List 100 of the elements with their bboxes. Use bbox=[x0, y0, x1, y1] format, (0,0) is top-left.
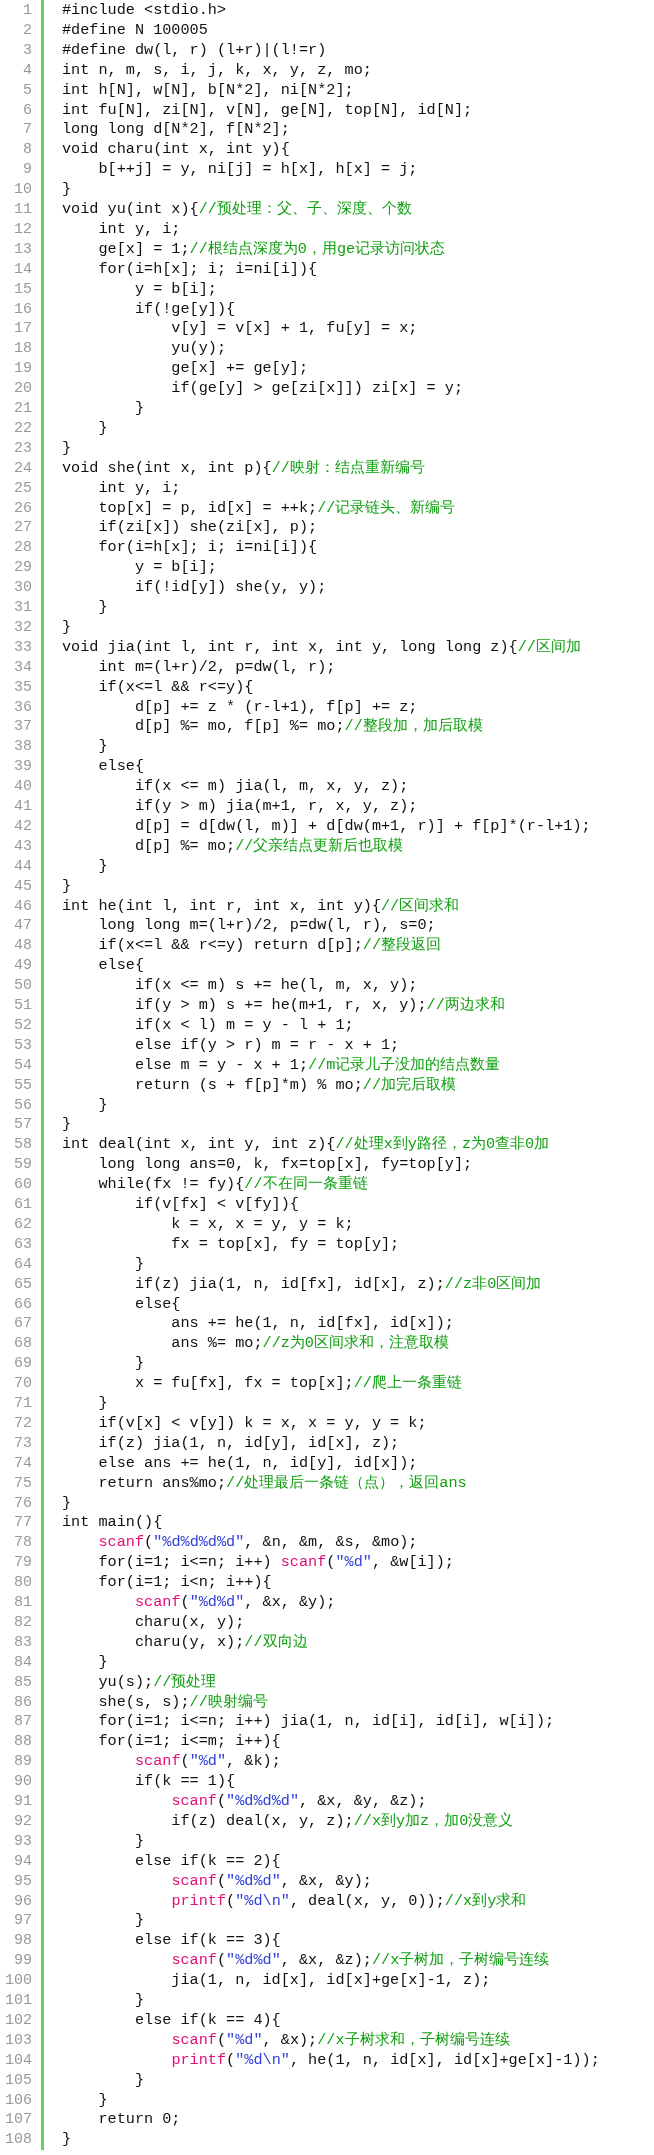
code-line: int y, i; bbox=[97, 478, 181, 499]
line-number: 55 bbox=[13, 1075, 32, 1096]
code-line: y = b[i]; bbox=[133, 279, 217, 300]
code-line: if(k == 1){ bbox=[133, 1772, 236, 1792]
line-number: 107 bbox=[4, 2110, 32, 2131]
line-number: 75 bbox=[13, 1473, 32, 1494]
line-number: 74 bbox=[13, 1453, 32, 1474]
code-line: charu(x, y); bbox=[133, 1612, 245, 1633]
code-line: } bbox=[97, 1652, 108, 1673]
line-number: 62 bbox=[13, 1214, 32, 1235]
code-line: fx = top[x], fy = top[y]; bbox=[170, 1234, 400, 1255]
line-number: 21 bbox=[13, 399, 32, 419]
line-number: 5 bbox=[22, 80, 32, 101]
line-number: 60 bbox=[13, 1175, 32, 1195]
code-line: for(i=h[x]; i; i=ni[i]){ bbox=[97, 538, 318, 559]
line-number: 45 bbox=[13, 876, 32, 897]
line-number: 87 bbox=[13, 1712, 32, 1733]
code-line: if(x<=l && r<=y) return d[p];//整段返回 bbox=[97, 936, 441, 957]
line-number: 59 bbox=[13, 1155, 32, 1176]
line-number: 20 bbox=[13, 379, 32, 399]
line-number: 18 bbox=[13, 339, 32, 360]
line-number: 77 bbox=[13, 1513, 32, 1534]
code-line: #include <stdio.h> bbox=[62, 1, 227, 21]
code-line: printf("%d\n", deal(x, y, 0));//x到y求和 bbox=[170, 1891, 527, 1912]
line-number: 80 bbox=[13, 1573, 32, 1593]
code-line: } bbox=[97, 598, 108, 618]
code-line: } bbox=[62, 617, 72, 638]
line-number: 101 bbox=[4, 1991, 32, 2011]
code-line: y = b[i]; bbox=[133, 558, 217, 579]
code-line: } bbox=[62, 1493, 72, 1514]
line-number: 76 bbox=[13, 1493, 32, 1514]
line-number: 34 bbox=[13, 657, 32, 678]
line-number: 86 bbox=[13, 1692, 32, 1713]
code-line: } bbox=[133, 1254, 145, 1275]
line-number: 54 bbox=[13, 1055, 32, 1076]
code-line: } bbox=[97, 418, 108, 439]
line-number: 94 bbox=[13, 1851, 32, 1872]
code-line: scanf("%d%d", &x, &y); bbox=[170, 1871, 372, 1892]
line-number: 23 bbox=[13, 438, 32, 459]
code-line: else if(k == 2){ bbox=[133, 1851, 281, 1872]
code-line: for(i=1; i<=n; i++) jia(1, n, id[i], id[i], w[i]); bbox=[97, 1712, 555, 1733]
line-number: 64 bbox=[13, 1254, 32, 1275]
line-number: 19 bbox=[13, 359, 32, 380]
code-line: for(i=1; i<n; i++){ bbox=[97, 1573, 272, 1593]
code-line: } bbox=[133, 1991, 145, 2011]
code-line: yu(y); bbox=[170, 339, 227, 360]
code-line: printf("%d\n", he(1, n, id[x], id[x]+ge[x]-1)); bbox=[170, 2050, 600, 2071]
line-number: 24 bbox=[13, 458, 32, 479]
code-line: if(z) deal(x, y, z);//x到y加z，加0没意义 bbox=[170, 1811, 514, 1832]
code-line: ans += he(1, n, id[fx], id[x]); bbox=[170, 1314, 454, 1334]
line-number: 99 bbox=[13, 1951, 32, 1972]
line-number: 84 bbox=[13, 1652, 32, 1673]
code-line: else{ bbox=[97, 956, 145, 977]
line-number: 82 bbox=[13, 1612, 32, 1633]
line-number: 41 bbox=[13, 797, 32, 817]
line-number: 6 bbox=[22, 100, 32, 121]
line-number: 3 bbox=[22, 40, 32, 61]
line-number: 93 bbox=[13, 1831, 32, 1852]
code-line: for(i=1; i<=n; i++) scanf("%d", &w[i]); bbox=[97, 1553, 454, 1574]
code-line: int h[N], w[N], b[N*2], ni[N*2]; bbox=[62, 80, 354, 101]
line-number: 50 bbox=[13, 976, 32, 996]
line-number: 43 bbox=[13, 836, 32, 857]
code-line: } bbox=[62, 1115, 72, 1136]
code-line: else if(y > r) m = r - x + 1; bbox=[133, 1035, 400, 1056]
line-number: 65 bbox=[13, 1274, 32, 1295]
line-number: 69 bbox=[13, 1354, 32, 1375]
code-line: else{ bbox=[97, 757, 145, 778]
line-number: 17 bbox=[13, 319, 32, 340]
line-number: 38 bbox=[13, 737, 32, 758]
code-line: if(z) jia(1, n, id[fx], id[x], z);//z非0区间加 bbox=[133, 1274, 542, 1295]
line-number: 71 bbox=[13, 1394, 32, 1414]
code-line: } bbox=[62, 438, 72, 459]
line-number: 2 bbox=[22, 20, 32, 41]
line-number: 63 bbox=[13, 1234, 32, 1255]
code-line: } bbox=[133, 399, 145, 419]
code-line: } bbox=[133, 1831, 145, 1852]
code-line: yu(s);//预处理 bbox=[97, 1672, 217, 1693]
code-line: else m = y - x + 1;//m记录儿子没加的结点数量 bbox=[133, 1055, 501, 1076]
line-number: 37 bbox=[13, 717, 32, 738]
line-number: 28 bbox=[13, 538, 32, 559]
line-number: 31 bbox=[13, 598, 32, 618]
code-line: } bbox=[62, 876, 72, 897]
code-line: long long d[N*2], f[N*2]; bbox=[62, 120, 290, 141]
code-line: v[y] = v[x] + 1, fu[y] = x; bbox=[170, 319, 418, 340]
code-line: top[x] = p, id[x] = ++k;//记录链头、新编号 bbox=[97, 498, 456, 519]
code-line: void she(int x, int p){//映射：结点重新编号 bbox=[62, 458, 425, 479]
code-line: if(!ge[y]){ bbox=[133, 299, 236, 320]
code-line: else{ bbox=[133, 1294, 181, 1315]
code-line: if(x <= m) s += he(l, m, x, y); bbox=[133, 976, 418, 996]
code-line: } bbox=[97, 1095, 108, 1116]
line-number: 12 bbox=[13, 219, 32, 240]
line-number: 57 bbox=[13, 1115, 32, 1136]
code-line: for(i=1; i<=m; i++){ bbox=[97, 1732, 281, 1753]
line-number: 33 bbox=[13, 637, 32, 658]
code-line: if(x<=l && r<=y){ bbox=[97, 677, 254, 698]
line-number: 51 bbox=[13, 996, 32, 1016]
code-line: if(v[x] < v[y]) k = x, x = y, y = k; bbox=[97, 1413, 427, 1434]
line-number: 105 bbox=[4, 2070, 32, 2091]
code-line: jia(1, n, id[x], id[x]+ge[x]-1, z); bbox=[170, 1971, 491, 1991]
line-number: 15 bbox=[13, 279, 32, 300]
